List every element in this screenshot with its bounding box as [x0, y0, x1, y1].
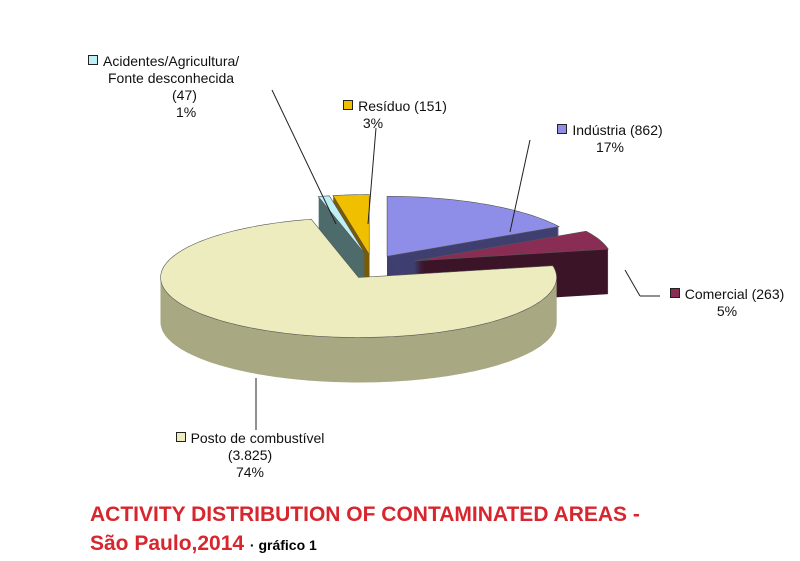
pie-slice-side-acidentes [318, 214, 366, 274]
chart-caption: · gráfico 1 [249, 537, 317, 553]
chart-title-line2: São Paulo,2014 [90, 532, 245, 555]
pie-slice-side-acidentes [318, 226, 366, 286]
leader-line-residuo [367, 127, 377, 225]
pie-slice-side-acidentes [318, 217, 366, 277]
label-percent: 5% [716, 303, 738, 319]
legend-swatch-acidentes [88, 55, 98, 65]
legend-swatch-posto [175, 432, 186, 442]
label-count: (3.825) [227, 447, 273, 463]
pie-slice-comercial [414, 230, 609, 262]
leader-line-comercial-2 [624, 269, 641, 297]
legend-swatch-residuo [343, 100, 354, 110]
label-percent: 3% [362, 115, 384, 131]
pie-slice-side-acidentes [318, 220, 366, 280]
leader-line-industria [509, 139, 531, 233]
pie-slice-side-acidentes [318, 199, 366, 259]
label-acidentes: Acidentes/Agricultura/ Fonte desconhecid… [84, 53, 284, 121]
label-name-line1: Acidentes/Agricultura/ [103, 53, 240, 69]
pie-slice-side-acidentes [318, 208, 366, 268]
label-percent: 17% [595, 139, 625, 155]
label-name: Indústria [572, 122, 627, 138]
label-residuo: Resíduo (151) 3% [330, 98, 460, 132]
pie-slice-res-duo [332, 194, 370, 256]
label-count: (263) [751, 286, 785, 302]
pie-slice-side-acidentes [318, 212, 366, 272]
pie-slice-side-acidentes [318, 204, 366, 264]
pie-slice-side-acidentes [318, 213, 366, 273]
pie-slice-side-acidentes [318, 200, 366, 260]
label-comercial: Comercial (263) 5% [652, 286, 800, 320]
pie-slice-side-acidentes [318, 206, 366, 266]
label-industria: Indústria (862) 17% [540, 122, 680, 156]
legend-swatch-industria [557, 124, 568, 134]
pie-slice-side-acidentes [318, 216, 366, 276]
pie-slice-side-acidentes [318, 225, 366, 285]
pie-slice-side-acidentes [318, 210, 366, 270]
pie-slice-side-acidentes [318, 203, 366, 263]
pie-slice-side-acidentes [318, 205, 366, 265]
label-count: (47) [172, 87, 197, 103]
pie-slice-posto-de-combust-vel [160, 218, 557, 338]
pie-slice-side-acidentes [318, 223, 366, 283]
pie-slice-side-acidentes [318, 215, 366, 275]
pie-slice-side-acidentes [318, 219, 366, 279]
pie-slice-side-acidentes [318, 211, 366, 271]
pie-slice-side-acidentes [318, 218, 366, 278]
label-name: Comercial [684, 286, 748, 302]
label-count: (862) [629, 122, 663, 138]
label-percent: 1% [176, 104, 197, 120]
pie-slice-ind-stria [386, 196, 560, 257]
label-count: (151) [414, 98, 447, 114]
pie-slice-side-acidentes [318, 224, 366, 284]
leader-line-acidentes [271, 89, 337, 225]
label-name-line2: Fonte desconhecida [108, 70, 235, 86]
pie-slice-side-acidentes [318, 202, 366, 262]
pie-slice-side-acidentes [318, 201, 366, 261]
label-percent: 74% [235, 464, 265, 480]
legend-swatch-comercial [669, 288, 680, 298]
pie-slice-side-acidentes [318, 222, 366, 282]
pie-slice-side-acidentes [318, 198, 366, 258]
pie-slice-side-acidentes [318, 207, 366, 267]
label-name: Resíduo [358, 98, 411, 114]
label-name: Posto de combustível [190, 430, 325, 446]
pie-slice-side-acidentes [318, 209, 366, 269]
label-posto: Posto de combustível (3.825) 74% [150, 430, 350, 481]
pie-slice-side-acidentes [318, 221, 366, 281]
chart-title: ACTIVITY DISTRIBUTION OF CONTAMINATED AR… [90, 503, 640, 526]
